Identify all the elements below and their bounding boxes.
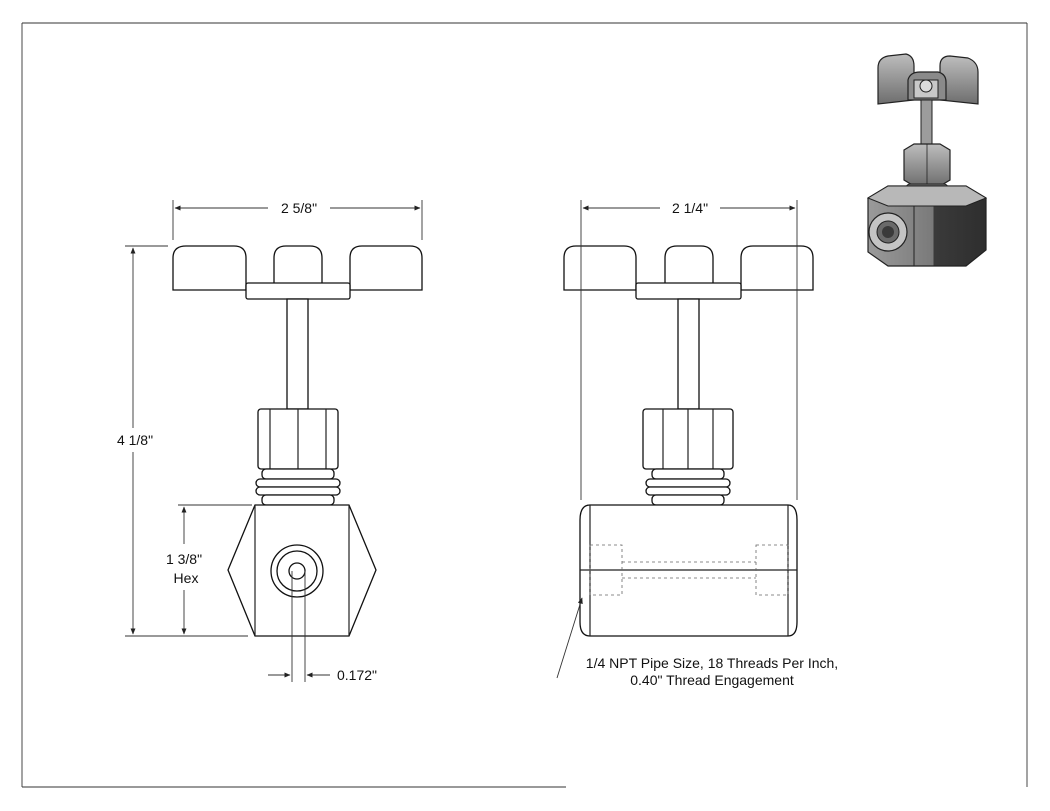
front-width-dimension: 2 5/8"	[172, 200, 423, 240]
orifice-label: 0.172"	[337, 667, 377, 683]
isometric-render	[866, 53, 988, 267]
overall-height-label: 4 1/8"	[117, 432, 153, 448]
front-view	[172, 245, 423, 637]
hex-size-label: 1 3/8"	[166, 551, 202, 567]
side-width-dimension: 2 1/4"	[580, 200, 798, 500]
thread-note-line2: 0.40" Thread Engagement	[630, 672, 794, 688]
hex-word-label: Hex	[174, 570, 199, 586]
overall-height-dimension: 4 1/8"	[117, 245, 248, 637]
hex-dimension: 1 3/8" Hex	[166, 504, 252, 635]
sheet-border	[21, 22, 1028, 788]
thread-note-line1: 1/4 NPT Pipe Size, 18 Threads Per Inch,	[586, 655, 838, 671]
orifice-dimension: 0.172"	[268, 571, 377, 683]
front-width-label: 2 5/8"	[281, 200, 317, 216]
side-view	[563, 245, 814, 637]
side-width-label: 2 1/4"	[672, 200, 708, 216]
thread-callout: 1/4 NPT Pipe Size, 18 Threads Per Inch, …	[556, 597, 838, 688]
